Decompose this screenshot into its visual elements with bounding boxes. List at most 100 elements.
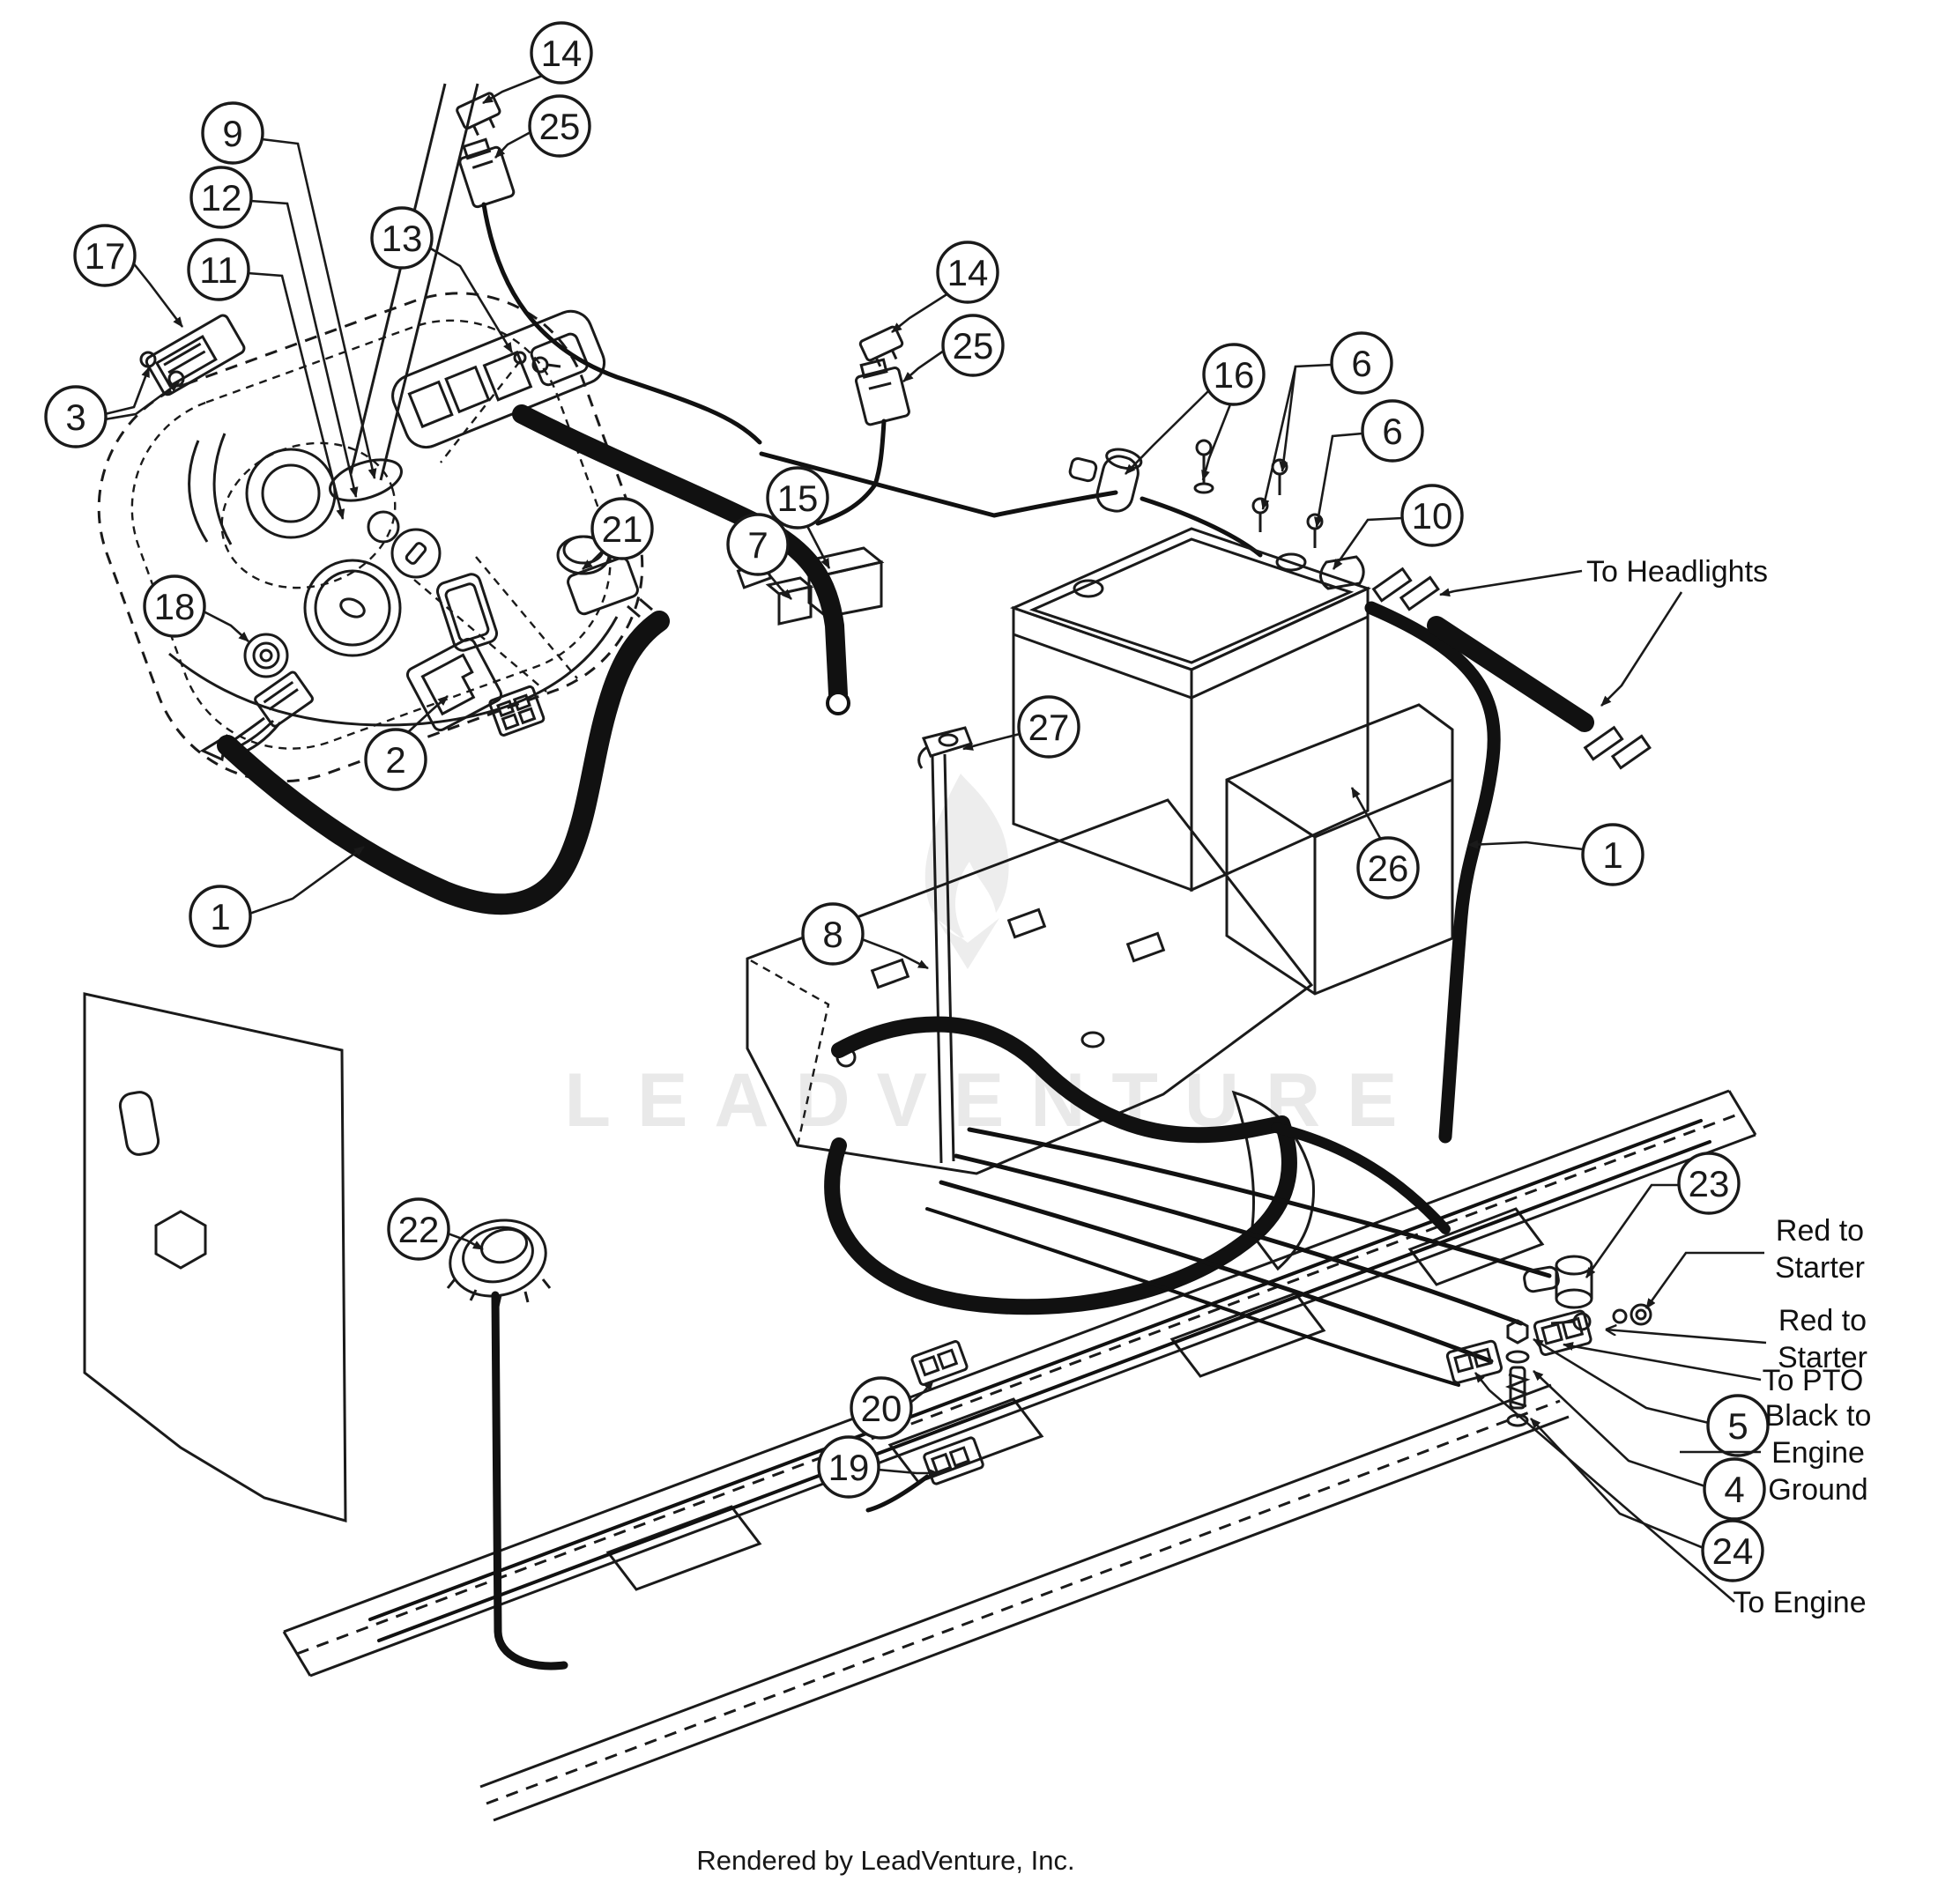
callout-leader-7 xyxy=(767,572,792,600)
callout-7: 7 xyxy=(726,513,790,576)
callout-leader-6 xyxy=(1313,432,1363,528)
callout-circle-13 xyxy=(370,206,434,270)
harness-right-run xyxy=(1364,601,1501,1144)
callout-leader-27 xyxy=(962,732,1021,751)
callout-number-2: 2 xyxy=(385,739,405,781)
callout-number-23: 23 xyxy=(1689,1163,1730,1204)
callout-3: 3 xyxy=(44,385,108,448)
callout-number-9: 9 xyxy=(222,113,242,154)
callout-circle-12 xyxy=(189,166,253,229)
callout-17: 17 xyxy=(73,224,137,287)
callout-leader-1 xyxy=(1467,840,1585,851)
label-to-pto: To PTO xyxy=(1763,1364,1864,1397)
callout-number-12: 12 xyxy=(201,177,242,219)
callout-14: 14 xyxy=(530,21,593,85)
callout-leader-8 xyxy=(861,937,929,970)
rocker-switch xyxy=(435,573,499,652)
harness-bracket-loop xyxy=(824,1016,1297,1315)
callout-circle-6 xyxy=(1361,399,1424,463)
switch-tail-wire xyxy=(865,1474,930,1513)
callout-circle-15 xyxy=(766,466,829,530)
label-to-headlights-line1: To Headlights xyxy=(1586,555,1768,589)
callout-number-25: 25 xyxy=(953,325,994,367)
dash-screw-item13 xyxy=(513,351,561,374)
callout-leader-21 xyxy=(582,550,604,571)
callout-13: 13 xyxy=(370,206,434,270)
callout-circle-17 xyxy=(73,224,137,287)
callout-leader-3 xyxy=(104,381,180,421)
headlight-connectors-upper xyxy=(1371,567,1440,611)
callout-circle-8 xyxy=(801,902,865,966)
callout-number-22: 22 xyxy=(398,1209,440,1250)
label-to-engine-line1: To Engine xyxy=(1733,1586,1866,1619)
callout-circle-16 xyxy=(1202,343,1266,406)
callout-circle-5 xyxy=(1706,1394,1770,1457)
callout-circle-25 xyxy=(528,94,591,158)
callout-leader-6 xyxy=(1260,366,1297,510)
callout-10: 10 xyxy=(1400,484,1464,547)
callout-leader-12 xyxy=(249,199,359,498)
label-black-to-engine-ground-line1: Black to xyxy=(1765,1399,1872,1433)
harness-branch-frame xyxy=(1271,1122,1451,1234)
callout-circle-9 xyxy=(201,101,264,165)
headlight-switch-knob-item22 xyxy=(446,1219,568,1670)
interlock-switch-item20 xyxy=(910,1340,969,1386)
callout-number-26: 26 xyxy=(1368,848,1409,889)
callout-number-27: 27 xyxy=(1028,707,1070,748)
mounting-screw-16 xyxy=(1193,439,1214,494)
callout-number-25: 25 xyxy=(539,106,581,147)
interlock-switch-item19 xyxy=(923,1436,984,1485)
callout-circle-25 xyxy=(941,314,1005,377)
fuse-holder-connector-top xyxy=(458,137,516,209)
callout-circle-27 xyxy=(1017,695,1080,759)
callout-15: 15 xyxy=(766,466,829,530)
callout-6: 6 xyxy=(1361,399,1424,463)
callout-number-18: 18 xyxy=(154,586,196,627)
callout-number-11: 11 xyxy=(199,249,238,291)
ground-hardware-stack xyxy=(1504,1319,1531,1427)
callout-21: 21 xyxy=(590,497,654,560)
callout-leader-18 xyxy=(203,610,249,642)
label-black-to-engine-ground-line2: Engine xyxy=(1771,1436,1865,1470)
frame-rails xyxy=(282,1089,1757,1822)
callout-leader-4 xyxy=(1533,1370,1706,1488)
callout-19: 19 xyxy=(817,1435,880,1499)
callout-circle-4 xyxy=(1703,1457,1766,1521)
fuse-clip-top xyxy=(456,92,501,137)
callout-leader-6 xyxy=(1279,363,1333,472)
callout-16: 16 xyxy=(1202,343,1266,406)
callout-number-17: 17 xyxy=(85,235,126,277)
frame-left-plate xyxy=(83,992,347,1522)
callout-number-4: 4 xyxy=(1724,1469,1744,1510)
leadventure-watermark: LEADVENTURE xyxy=(564,774,1398,1143)
callout-12: 12 xyxy=(189,166,253,229)
callout-number-3: 3 xyxy=(65,396,85,438)
harness-center-bundle xyxy=(512,404,848,704)
callout-number-19: 19 xyxy=(828,1447,870,1488)
callout-22: 22 xyxy=(387,1197,450,1261)
battery-post-neg xyxy=(1073,579,1104,598)
callout-leader-15 xyxy=(806,525,831,569)
ignition-key-port xyxy=(390,528,442,579)
callout-23: 23 xyxy=(1677,1152,1741,1215)
callout-circle-6 xyxy=(1330,331,1393,395)
callout-1: 1 xyxy=(1581,823,1644,886)
callout-number-1: 1 xyxy=(1602,834,1622,876)
callout-leader-16 xyxy=(1125,389,1210,475)
to-engine-leader xyxy=(1474,1372,1735,1603)
gauge-recess xyxy=(245,448,337,539)
callout-27: 27 xyxy=(1017,695,1080,759)
label-to-pto-line1: To PTO xyxy=(1763,1364,1864,1397)
harness-open-end xyxy=(826,691,850,715)
callout-25: 25 xyxy=(528,94,591,158)
callout-5: 5 xyxy=(1706,1394,1770,1457)
callout-leader-25 xyxy=(902,349,945,382)
indicator-lamp xyxy=(367,510,400,544)
callout-number-21: 21 xyxy=(602,508,643,550)
battery-post-pos xyxy=(1275,552,1307,572)
callout-circle-19 xyxy=(817,1435,880,1499)
callout-number-7: 7 xyxy=(747,524,768,566)
callout-leader-11 xyxy=(247,271,345,520)
callout-circle-2 xyxy=(364,728,427,791)
